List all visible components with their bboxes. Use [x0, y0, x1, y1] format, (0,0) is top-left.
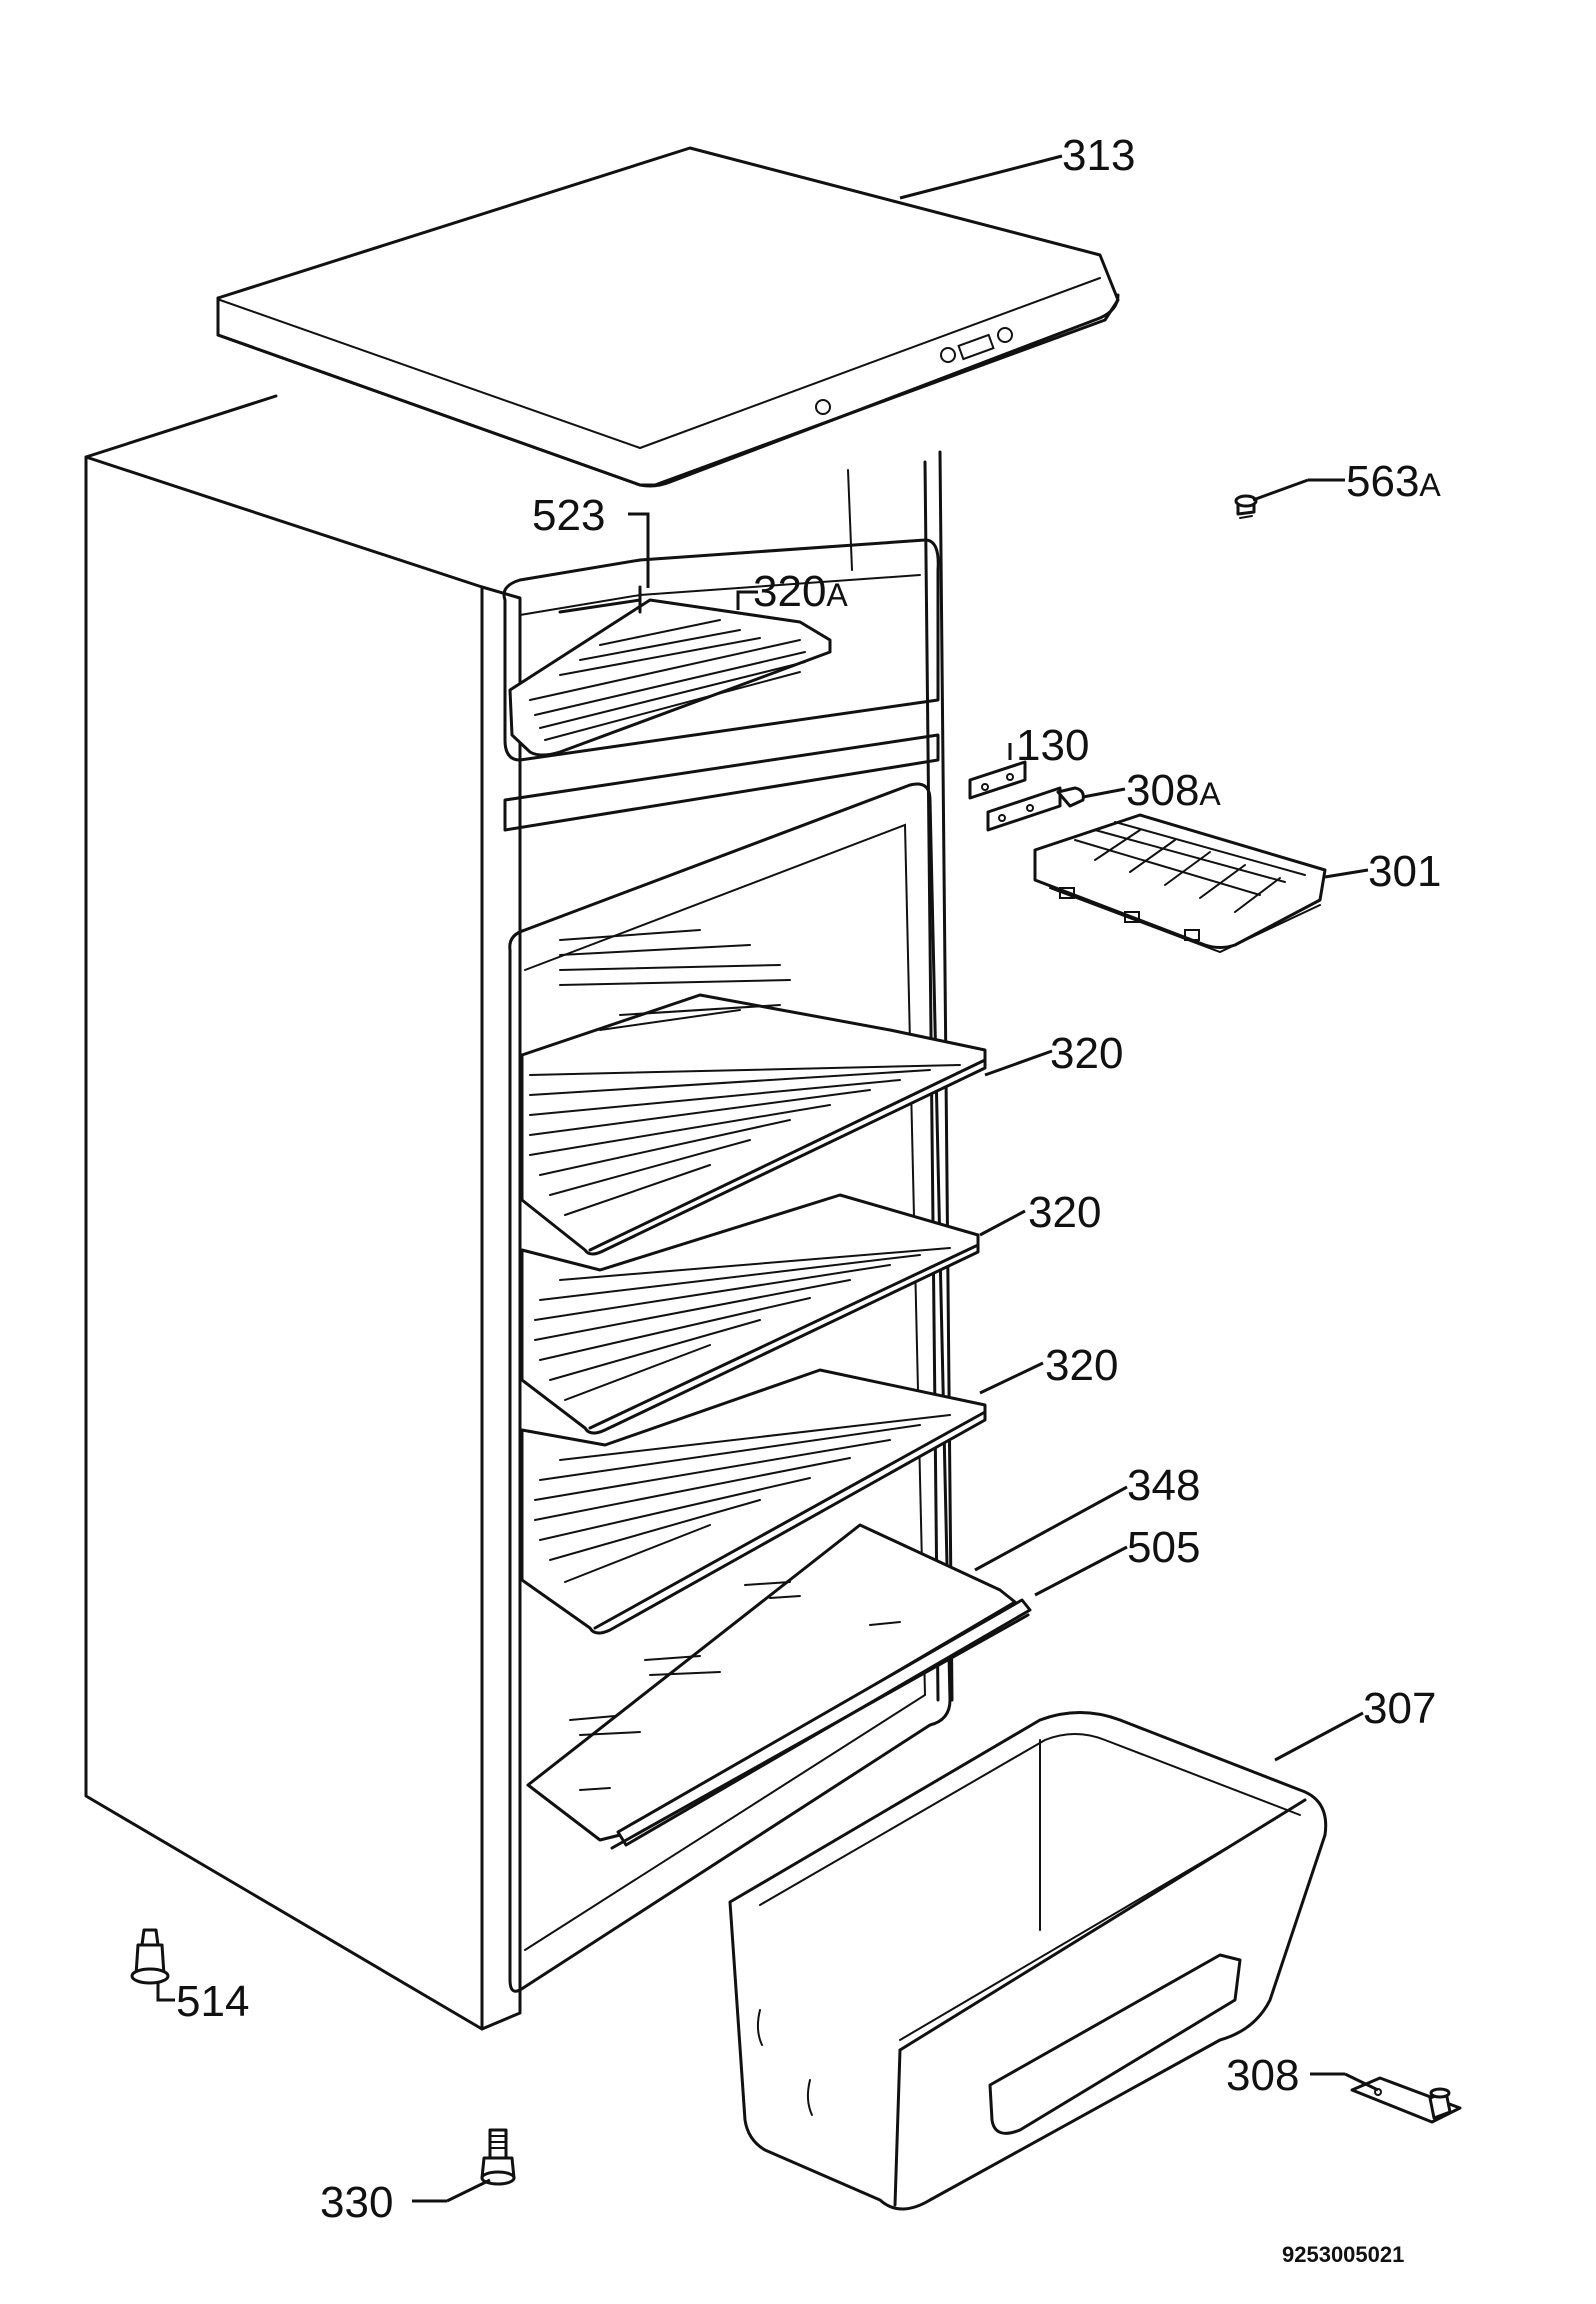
label-320-top: 320 — [1050, 1029, 1123, 1078]
label-523: 523 — [532, 491, 605, 540]
crisper-drawer — [728, 1711, 1328, 2211]
label-130: 130 — [1016, 721, 1089, 770]
label-308: 308 — [1226, 2051, 1299, 2100]
label-505: 505 — [1127, 1523, 1200, 1572]
shelf-front-trim — [610, 1598, 1032, 1850]
screw-small — [1234, 494, 1258, 519]
label-514: 514 — [176, 1977, 249, 2026]
freezer-shelf — [508, 585, 832, 757]
fridge-shelf-bottom — [520, 1368, 987, 1635]
adjustable-foot — [480, 2128, 516, 2186]
fridge-shelf-middle — [520, 1193, 980, 1435]
label-308a: 308A — [1126, 766, 1221, 815]
label-320-bottom: 320 — [1045, 1341, 1118, 1390]
label-301: 301 — [1368, 847, 1441, 896]
glass-shelf — [526, 1523, 1017, 1842]
ice-cube-tray — [1033, 813, 1327, 954]
leveling-foot-stud — [130, 1928, 170, 1985]
label-320a: 320A — [753, 567, 848, 616]
label-313: 313 — [1062, 131, 1135, 180]
lower-hinge — [1350, 2076, 1462, 2124]
hinge-spacer — [968, 760, 1027, 800]
document-code: 9253005021 — [1282, 2242, 1404, 2267]
label-563a: 563A — [1346, 457, 1441, 506]
label-307: 307 — [1363, 1684, 1436, 1733]
label-320-middle: 320 — [1028, 1188, 1101, 1237]
top-cover — [216, 146, 1120, 488]
upper-hinge — [986, 786, 1085, 832]
label-348: 348 — [1127, 1461, 1200, 1510]
label-330: 330 — [320, 2178, 393, 2227]
fridge-shelf-top — [520, 993, 987, 1256]
leader-lines — [156, 154, 1379, 2203]
part-labels: 313 563A 523 320A 130 308A 301 320 320 3… — [176, 131, 1441, 2267]
